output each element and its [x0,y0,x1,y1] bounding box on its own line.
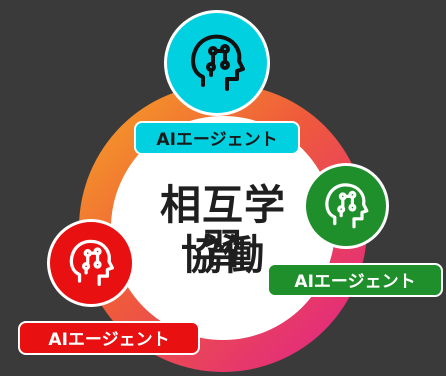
ai-head-circuit-icon [191,34,245,91]
agent-node-left [47,219,135,307]
agent-node-right [303,163,389,249]
agent-label-left: AIエージェント [18,321,200,355]
agent-label-top: AIエージェント [134,121,300,155]
center-title-line1: 相互学習 [160,181,286,273]
ai-head-circuit-icon [69,239,114,286]
agent-node-top [164,10,270,116]
center-title-line2: 協働 [181,231,265,279]
agent-label-right: AIエージェント [267,263,443,297]
ai-head-circuit-icon [325,183,369,229]
